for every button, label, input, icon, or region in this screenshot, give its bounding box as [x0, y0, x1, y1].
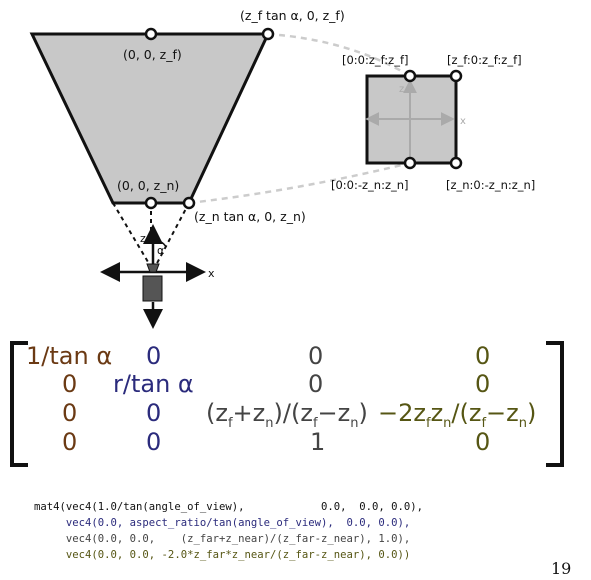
- matrix-cell-r3c2: 1: [310, 428, 326, 456]
- code-line-2: vec4(0.0, aspect_ratio/tan(angle_of_view…: [34, 517, 411, 529]
- code-line-1: mat4(vec4(1.0/tan(angle_of_view), 0.0, 0…: [34, 501, 424, 513]
- matrix-cell-r1c0: 0: [62, 370, 78, 398]
- matrix-right-bracket: [546, 341, 564, 467]
- near-corner-label: (z_n tan α, 0, z_n): [194, 209, 306, 224]
- far-connector: [267, 32, 411, 78]
- far-center-point: [144, 27, 158, 41]
- glsl-code-block: mat4(vec4(1.0/tan(angle_of_view), 0.0, 0…: [34, 499, 423, 563]
- near-center-label: (0, 0, z_n): [117, 178, 179, 193]
- clip-far-right-label: [z_f:0:z_f:z_f]: [447, 53, 522, 67]
- code-line-4: vec4(0.0, 0.0, -2.0*z_far*z_near/(z_far-…: [34, 549, 411, 561]
- angle-arc: [152, 239, 167, 248]
- matrix-cell-r1c2: 0: [308, 370, 324, 398]
- clip-x-label: x: [460, 116, 466, 127]
- matrix-cell-r1c3: 0: [475, 370, 491, 398]
- matrix-cell-r0c1: 0: [146, 342, 162, 370]
- matrix-left-bracket: [10, 341, 28, 467]
- far-corner-point: [261, 27, 275, 41]
- camera-x-label: x: [208, 267, 215, 280]
- perspective-frustum-diagram: z x (0, 0, z_f) (z_f tan α, 0, z_f) (0, …: [29, 8, 535, 329]
- page-number: 19: [551, 559, 572, 578]
- far-center-label: (0, 0, z_f): [123, 47, 182, 62]
- matrix-cell-r2c1: 0: [146, 399, 162, 427]
- camera-z-label: z: [140, 232, 146, 245]
- clip-far-left-point: [403, 69, 417, 83]
- matrix-cell-r3c0: 0: [62, 428, 78, 456]
- far-corner-label: (z_f tan α, 0, z_f): [240, 8, 345, 23]
- code-line-3: vec4(0.0, 0.0, (z_far+z_near)/(z_far-z_n…: [34, 533, 411, 545]
- projection-matrix: 1/tan α 0 0 0 0 r/tan α 0 0 0 0 (zf+zn)/…: [0, 338, 591, 488]
- matrix-cell-r2c0: 0: [62, 399, 78, 427]
- matrix-cell-r0c3: 0: [475, 342, 491, 370]
- matrix-cell-r3c1: 0: [146, 428, 162, 456]
- matrix-cell-r3c3: 0: [475, 428, 491, 456]
- clip-near-left-point: [403, 156, 417, 170]
- matrix-cell-r2c3: −2zfzn/(zf−zn): [378, 399, 537, 431]
- camera-alpha-label: α: [157, 244, 164, 257]
- clip-near-right-point: [449, 156, 463, 170]
- near-center-point: [144, 196, 158, 210]
- clip-near-right-label: [z_n:0:-z_n:z_n]: [446, 178, 535, 192]
- matrix-cell-r1c1: r/tan α: [113, 370, 194, 398]
- matrix-cell-r2c2: (zf+zn)/(zf−zn): [206, 399, 368, 431]
- clip-near-left-label: [0:0:-z_n:z_n]: [331, 178, 409, 192]
- clip-far-left-label: [0:0:z_f:z_f]: [342, 53, 409, 67]
- near-corner-point: [182, 196, 196, 210]
- camera-icon: [142, 263, 163, 302]
- view-ray-right: [154, 202, 190, 268]
- clip-z-label: z: [399, 84, 404, 95]
- matrix-cell-r0c0: 1/tan α: [26, 342, 113, 370]
- matrix-cell-r0c2: 0: [308, 342, 324, 370]
- near-connector: [188, 161, 411, 205]
- clip-far-right-point: [449, 69, 463, 83]
